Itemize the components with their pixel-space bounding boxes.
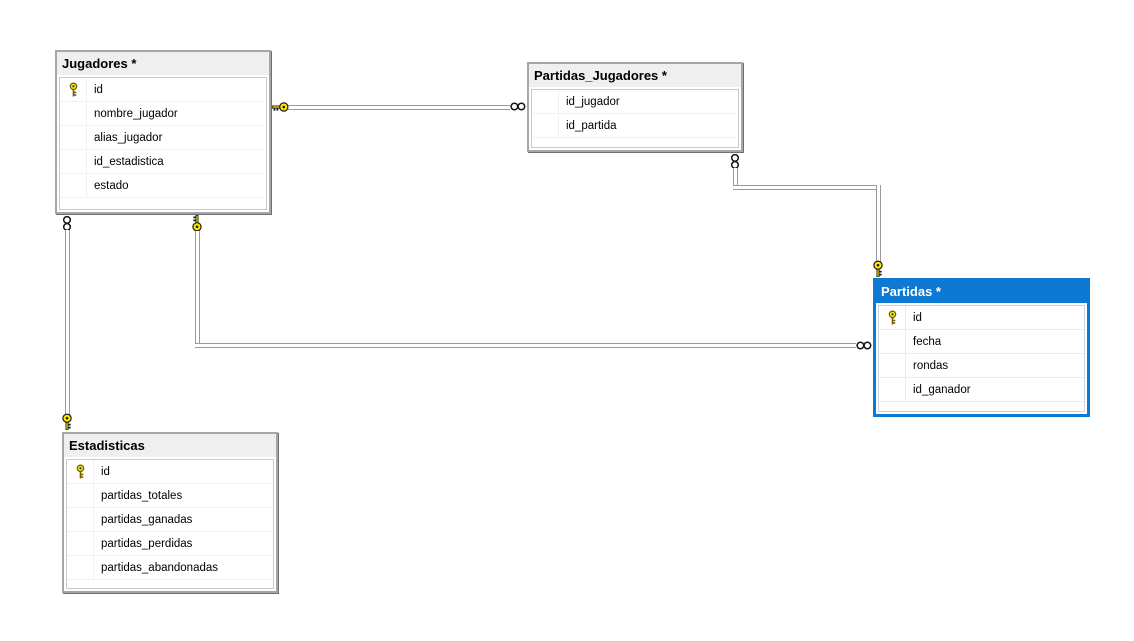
key-cell: [60, 102, 87, 125]
table-row[interactable]: id_ganador: [879, 378, 1084, 402]
column-grid: id_jugador id_partida: [531, 89, 739, 148]
relationship-line-jugadores-partidas[interactable]: [195, 343, 856, 348]
empty-row[interactable]: [67, 580, 273, 588]
many-end-infinity-icon: [510, 102, 526, 111]
key-cell: [879, 330, 906, 353]
key-cell: [532, 114, 559, 137]
relationship-line-partidas-partidasjugadores[interactable]: [876, 185, 881, 262]
key-cell: [60, 78, 87, 101]
table-row[interactable]: fecha: [879, 330, 1084, 354]
one-end-key-icon: [272, 102, 289, 112]
column-name: fecha: [913, 335, 942, 348]
key-cell: [67, 556, 94, 579]
column-name: nombre_jugador: [94, 107, 178, 120]
column-grid: id nombre_jugador alias_jugador id_estad…: [59, 77, 267, 210]
table-row[interactable]: partidas_totales: [67, 484, 273, 508]
column-name: id_estadistica: [94, 155, 164, 168]
table-partidas-jugadores: Partidas_Jugadores * id_jugador id_parti…: [527, 62, 743, 152]
table-row[interactable]: partidas_abandonadas: [67, 556, 273, 580]
table-title: Estadisticas: [69, 438, 145, 453]
column-name: estado: [94, 179, 129, 192]
table-header-jugadores[interactable]: Jugadores *: [57, 52, 269, 75]
table-jugadores: Jugadores * id nombre_jugador alia: [55, 50, 271, 214]
relationship-line-estadisticas-jugadores[interactable]: [65, 230, 70, 415]
column-name: partidas_abandonadas: [101, 561, 219, 574]
key-cell: [60, 174, 87, 197]
key-cell: [60, 126, 87, 149]
key-cell: [879, 354, 906, 377]
key-cell: [879, 306, 906, 329]
key-cell: [532, 90, 559, 113]
column-name: rondas: [913, 359, 949, 372]
empty-row[interactable]: [532, 138, 738, 147]
relationship-line-jugadores-partidasjugadores[interactable]: [288, 105, 510, 110]
primary-key-icon: [888, 310, 896, 324]
relationship-line-partidas-partidasjugadores[interactable]: [733, 185, 881, 190]
one-end-key-icon: [62, 413, 72, 430]
empty-row[interactable]: [60, 198, 266, 209]
many-end-infinity-icon: [856, 341, 872, 350]
key-cell: [879, 378, 906, 401]
table-partidas: Partidas * id fecha rondas: [873, 278, 1090, 417]
table-row[interactable]: rondas: [879, 354, 1084, 378]
primary-key-icon: [76, 464, 84, 478]
table-row[interactable]: id_estadistica: [60, 150, 266, 174]
table-row[interactable]: id: [60, 78, 266, 102]
one-end-key-icon: [192, 215, 202, 232]
column-name: id_jugador: [566, 95, 620, 108]
table-row[interactable]: id: [879, 306, 1084, 330]
column-name: alias_jugador: [94, 131, 163, 144]
table-title: Partidas_Jugadores *: [534, 68, 667, 83]
table-header-partidas[interactable]: Partidas *: [876, 281, 1087, 303]
key-cell: [67, 460, 94, 483]
empty-row[interactable]: [879, 402, 1084, 411]
column-grid: id fecha rondas id_ganador: [878, 305, 1085, 412]
table-row[interactable]: id: [67, 460, 273, 484]
table-title: Partidas *: [881, 284, 941, 299]
table-row[interactable]: partidas_ganadas: [67, 508, 273, 532]
primary-key-icon: [69, 82, 77, 96]
one-end-key-icon: [873, 260, 883, 277]
relationship-line-partidas-partidasjugadores[interactable]: [733, 168, 738, 190]
table-title: Jugadores *: [62, 56, 137, 71]
many-end-infinity-icon: [730, 153, 740, 169]
table-row[interactable]: id_jugador: [532, 90, 738, 114]
key-cell: [67, 532, 94, 555]
column-name: partidas_totales: [101, 489, 183, 502]
relationship-line-jugadores-partidas[interactable]: [195, 231, 200, 348]
column-name: id: [94, 83, 103, 96]
column-name: id: [913, 311, 922, 324]
table-row[interactable]: alias_jugador: [60, 126, 266, 150]
table-row[interactable]: nombre_jugador: [60, 102, 266, 126]
table-estadisticas: Estadisticas id partidas_totales p: [62, 432, 278, 593]
column-name: id_partida: [566, 119, 617, 132]
column-name: partidas_perdidas: [101, 537, 193, 550]
column-name: id_ganador: [913, 383, 971, 396]
table-row[interactable]: partidas_perdidas: [67, 532, 273, 556]
column-grid: id partidas_totales partidas_ganadas par…: [66, 459, 274, 589]
key-cell: [60, 150, 87, 173]
table-row[interactable]: id_partida: [532, 114, 738, 138]
column-name: partidas_ganadas: [101, 513, 193, 526]
table-header-estadisticas[interactable]: Estadisticas: [64, 434, 276, 457]
key-cell: [67, 508, 94, 531]
table-header-partidas-jugadores[interactable]: Partidas_Jugadores *: [529, 64, 741, 87]
column-name: id: [101, 465, 110, 478]
table-row[interactable]: estado: [60, 174, 266, 198]
key-cell: [67, 484, 94, 507]
